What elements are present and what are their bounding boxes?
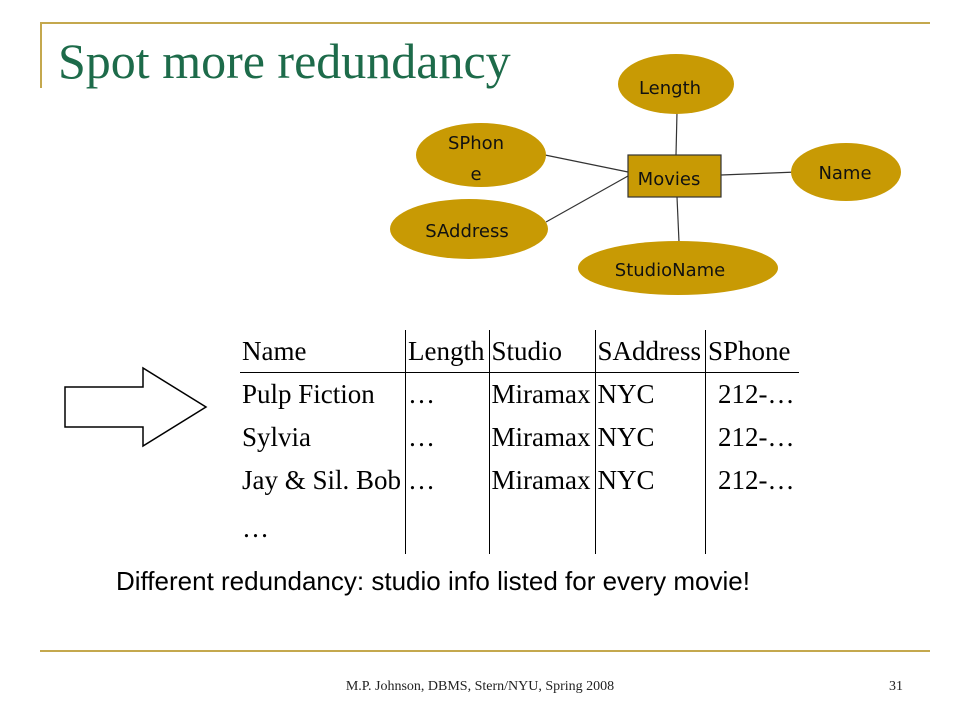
attribute-studioname [578,241,778,295]
attribute-sphone [416,123,546,187]
column-header-sphone: SPhone [705,330,799,373]
cell-saddress: NYC [594,372,706,416]
cell-length: … [405,459,490,502]
cell-studio: Miramax [488,459,595,502]
frame-bottom-rule [40,650,930,652]
cell-empty [705,502,799,554]
right-arrow-icon [64,366,208,448]
cell-studio: Miramax [488,416,595,459]
cell-continuation: … [242,512,269,543]
edge-name-movies [720,171,798,176]
cell-studio: Miramax [488,372,595,416]
entity-movies-label: Movies [638,169,701,190]
attribute-studioname-label: StudioName [615,260,725,281]
table-header-row: Name Length Studio SAddress SPhone [240,330,799,373]
attribute-saddress-label: SAddress [425,221,508,242]
cell-empty [405,502,490,554]
footer-text: M.P. Johnson, DBMS, Stern/NYU, Spring 20… [345,679,615,694]
attribute-name [791,143,901,201]
edge-saddress-movies [545,175,629,223]
edge-studioname-movies [676,196,680,243]
cell-name: Pulp Fiction [242,379,375,409]
movies-table: Name Length Studio SAddress SPhone Pulp … [240,330,799,554]
attribute-length-label: Length [639,78,701,99]
column-header-length: Length [405,330,490,373]
cell-sphone: 212-… [705,372,799,416]
attribute-length [618,54,734,114]
cell-saddress: NYC [594,459,706,502]
entity-movies [627,154,722,198]
attribute-sphone-label-line2: e [470,164,481,185]
cell-name: Jay & Sil. Bob [242,465,402,495]
cell-saddress: NYC [594,416,706,459]
cell-sphone: 212-… [705,459,799,502]
cell-length: … [405,372,490,416]
cell-sphone: 212-… [705,416,799,459]
attribute-saddress [390,199,548,259]
edge-sphone-movies [544,154,629,173]
column-header-name: Name [240,330,406,373]
table-row-continuation: … [240,502,799,554]
attribute-sphone-label-line1: SPhon [448,133,504,154]
table-row: Pulp Fiction … Miramax NYC 212-… [240,372,799,416]
er-diagram: Length SPhon e Movies Name SAddress Stud… [390,54,901,295]
slide-title: Spot more redundancy [58,33,511,89]
page-number: 31 [889,679,903,694]
cell-length: … [405,416,490,459]
attribute-name-label: Name [818,163,871,184]
table-row: Sylvia … Miramax NYC 212-… [240,416,799,459]
caption: Different redundancy: studio info listed… [116,566,750,596]
column-header-saddress: SAddress [594,330,706,373]
edge-length-movies [675,111,678,156]
column-header-studio: Studio [488,330,595,373]
cell-name: Sylvia [242,422,312,452]
table-row: Jay & Sil. Bob … Miramax NYC 212-… [240,459,799,502]
cell-empty [594,502,706,554]
frame-left-rule [40,22,42,88]
frame-top-rule [40,22,930,24]
cell-empty [488,502,595,554]
